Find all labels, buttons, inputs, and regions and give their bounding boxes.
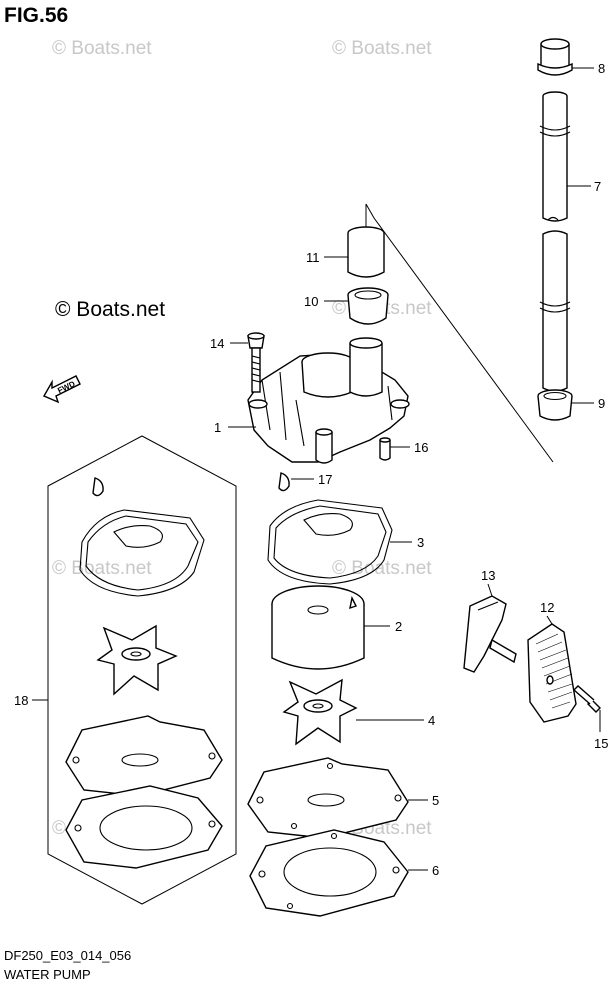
part-4-impeller[interactable]: [282, 678, 358, 746]
part-1-pump-case[interactable]: [247, 337, 410, 464]
part-12-grip[interactable]: [527, 623, 577, 723]
watermark: © Boats.net: [332, 38, 432, 59]
part-16-dowel-pin[interactable]: [379, 437, 391, 461]
part-7-water-tube[interactable]: [539, 91, 571, 392]
watermark-main: © Boats.net: [55, 298, 166, 321]
watermark: © Boats.net: [332, 558, 432, 579]
callout-7: 7: [594, 179, 601, 194]
callout-4: 4: [428, 713, 435, 728]
part-5-plate[interactable]: [247, 757, 409, 839]
callout-11: 11: [306, 250, 320, 265]
callout-3: 3: [417, 535, 424, 550]
part-13-lever[interactable]: [463, 595, 517, 673]
callout-1: 1: [214, 420, 221, 435]
part-14-bolt[interactable]: [247, 332, 265, 393]
part-18-repair-kit[interactable]: [47, 435, 237, 905]
part-3-gasket[interactable]: [267, 499, 393, 585]
figure-code: DF250_E03_014_056: [4, 948, 132, 963]
part-11-collar[interactable]: [347, 226, 385, 278]
fwd-arrow-icon: FWD: [43, 375, 81, 404]
callout-5: 5: [432, 793, 439, 808]
callout-2: 2: [395, 619, 402, 634]
callout-14: 14: [210, 336, 224, 351]
part-15-screw[interactable]: [572, 685, 601, 713]
callout-6: 6: [432, 863, 439, 878]
callout-15: 15: [594, 736, 608, 751]
figure-name: WATER PUMP: [4, 967, 91, 982]
callout-12: 12: [540, 600, 554, 615]
figure-title: FIG.56: [4, 4, 69, 27]
callout-13: 13: [481, 568, 495, 583]
fwd-label: FWD: [56, 379, 77, 395]
callout-9: 9: [598, 396, 605, 411]
watermark: © Boats.net: [52, 558, 152, 579]
part-10-seal[interactable]: [347, 287, 389, 325]
part-17-key[interactable]: [278, 472, 290, 492]
part-9-grommet[interactable]: [537, 389, 573, 421]
part-2-liner[interactable]: [271, 585, 365, 670]
callout-17: 17: [318, 472, 332, 487]
part-6-gasket[interactable]: [249, 829, 409, 917]
callout-16: 16: [414, 440, 428, 455]
callout-8: 8: [598, 61, 605, 76]
watermark: © Boats.net: [52, 38, 152, 59]
callout-10: 10: [304, 294, 318, 309]
part-8-grommet[interactable]: [537, 38, 573, 76]
leader-lines: [32, 67, 601, 871]
callout-18: 18: [14, 693, 28, 708]
